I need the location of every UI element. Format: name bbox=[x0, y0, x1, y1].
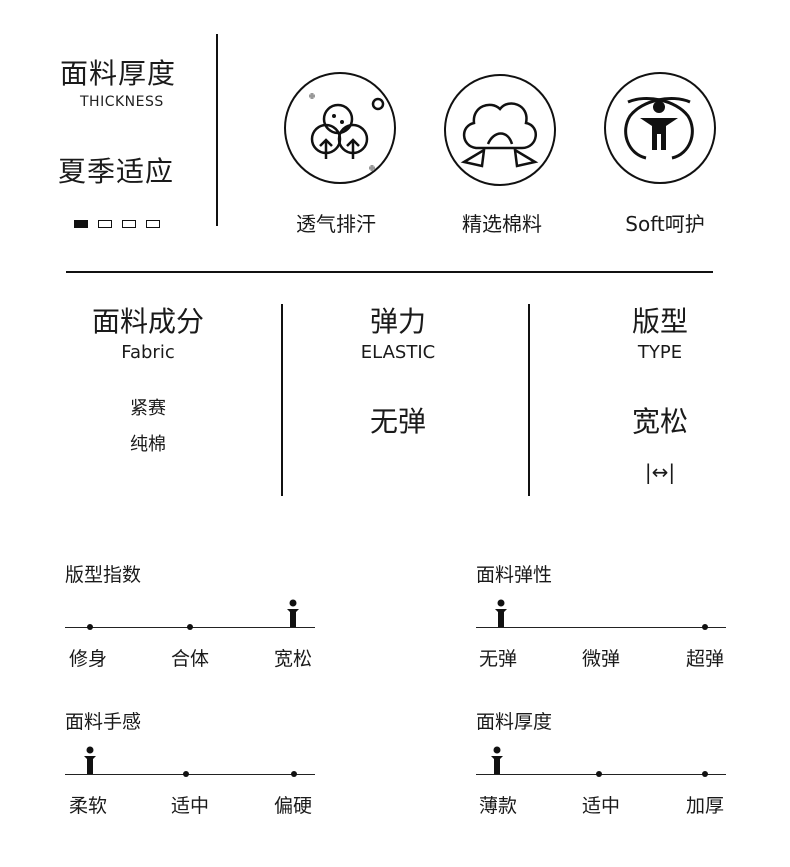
column-divider-2 bbox=[528, 304, 530, 496]
fit-subtitle: TYPE bbox=[637, 342, 683, 363]
scale-dot bbox=[702, 771, 708, 777]
scale-option: 超弹 bbox=[685, 648, 724, 670]
scale-option: 偏硬 bbox=[273, 795, 312, 817]
width-arrows-icon: |↔| bbox=[644, 460, 676, 484]
scale-option: 修身 bbox=[68, 648, 107, 670]
scale-option: 无弹 bbox=[478, 648, 517, 670]
scale-title-hand-feel: 面料手感 bbox=[65, 711, 142, 733]
scale-line-hand-feel bbox=[65, 774, 315, 775]
feature-label-cotton: 精选棉料 bbox=[462, 212, 542, 236]
top-divider bbox=[216, 34, 218, 226]
scale-title-elasticity: 面料弹性 bbox=[476, 564, 553, 586]
scale-option: 适中 bbox=[581, 795, 620, 817]
fit-value: 宽松 bbox=[631, 405, 688, 438]
scale-option: 宽松 bbox=[273, 648, 312, 670]
scale-dot bbox=[87, 624, 93, 630]
fabric-subtitle: Fabric bbox=[121, 342, 175, 363]
feature-label-breathable: 透气排汗 bbox=[296, 212, 376, 236]
breathable-trees-icon bbox=[284, 72, 396, 184]
person-marker-icon bbox=[491, 746, 503, 774]
feature-label-soft: Soft呵护 bbox=[625, 212, 705, 236]
scale-dot bbox=[187, 624, 193, 630]
thickness-title: 面料厚度 bbox=[60, 57, 177, 90]
scale-option: 微弹 bbox=[581, 648, 620, 670]
scale-dot bbox=[183, 771, 189, 777]
fit-title: 版型 bbox=[631, 305, 688, 338]
fabric-value-1: 紧赛 bbox=[130, 398, 166, 419]
person-marker-icon bbox=[287, 599, 299, 627]
scale-option: 适中 bbox=[170, 795, 209, 817]
scale-option: 合体 bbox=[170, 648, 209, 670]
elastic-title: 弹力 bbox=[369, 305, 426, 338]
scale-option: 柔软 bbox=[68, 795, 107, 817]
scale-title-thickness: 面料厚度 bbox=[476, 711, 553, 733]
thickness-level-3 bbox=[122, 220, 136, 228]
scale-option: 薄款 bbox=[478, 795, 517, 817]
scale-dot bbox=[596, 771, 602, 777]
thickness-level-1 bbox=[74, 220, 88, 228]
fabric-value-2: 纯棉 bbox=[130, 434, 166, 455]
elastic-subtitle: ELASTIC bbox=[360, 342, 436, 363]
person-marker-icon bbox=[84, 746, 96, 774]
scale-title-fit-index: 版型指数 bbox=[65, 564, 142, 586]
thickness-level-2 bbox=[98, 220, 112, 228]
fabric-title: 面料成分 bbox=[91, 305, 204, 338]
cotton-cloud-icon bbox=[444, 74, 556, 186]
column-divider-1 bbox=[281, 304, 283, 496]
scale-option: 加厚 bbox=[685, 795, 724, 817]
person-marker-icon bbox=[495, 599, 507, 627]
thickness-subtitle: THICKNESS bbox=[80, 94, 164, 110]
season-label: 夏季适应 bbox=[58, 155, 175, 188]
scale-dot bbox=[291, 771, 297, 777]
thickness-level-4 bbox=[146, 220, 160, 228]
scale-line-elasticity bbox=[476, 627, 726, 628]
soft-person-icon bbox=[604, 72, 716, 184]
section-divider bbox=[66, 271, 713, 273]
scale-dot bbox=[702, 624, 708, 630]
elastic-value: 无弹 bbox=[369, 405, 426, 438]
